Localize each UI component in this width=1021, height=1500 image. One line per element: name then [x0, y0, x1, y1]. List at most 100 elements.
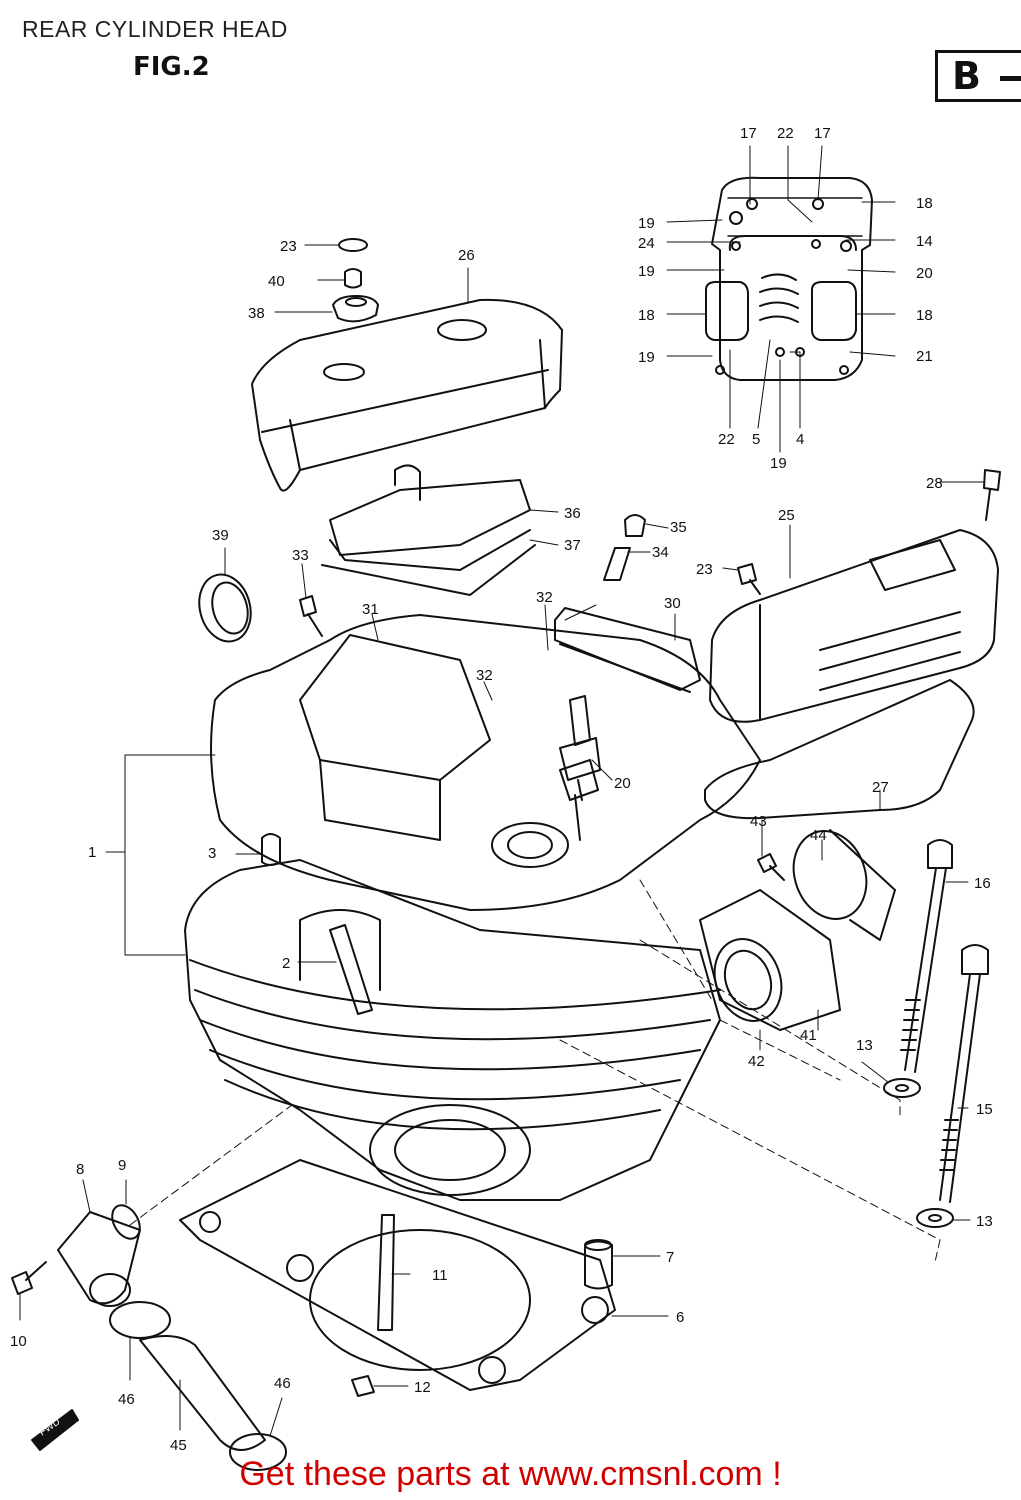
callout-39: 39: [212, 527, 229, 544]
callout-21: 21: [916, 348, 933, 365]
callout-17: 17: [740, 125, 757, 142]
footer-link-text[interactable]: Get these parts at www.cmsnl.com !: [239, 1455, 782, 1493]
part-9-oring: [111, 1204, 141, 1240]
part-15-bolt: [939, 944, 989, 1203]
leader-lines: [19, 244, 985, 1437]
callout-30: 30: [664, 595, 681, 612]
section-letter: B: [952, 54, 981, 98]
callout-35: 35: [670, 519, 687, 536]
fwd-arrow: [31, 1409, 79, 1451]
inset-leader-lines: [666, 145, 896, 453]
callout-7: 7: [666, 1249, 674, 1266]
callout-26: 26: [458, 247, 475, 264]
part-26-side-cover: [251, 298, 563, 492]
callout-36: 36: [564, 505, 581, 522]
callout-19: 19: [638, 349, 655, 366]
valve-cover-inset: [705, 176, 873, 381]
callout-31: 31: [362, 601, 379, 618]
part-6-gasket: [179, 1159, 616, 1391]
callout-2: 2: [282, 955, 290, 972]
callout-19: 19: [638, 215, 655, 232]
callout-20: 20: [916, 265, 933, 282]
part-10-bolt: [11, 1261, 47, 1295]
callout-37: 37: [564, 537, 581, 554]
callout-18: 18: [916, 195, 933, 212]
callout-23: 23: [280, 238, 297, 255]
cylinder-head-lower: [184, 859, 721, 1201]
callout-5: 5: [752, 431, 760, 448]
section-dash: [1000, 76, 1021, 81]
callout-4: 4: [796, 431, 804, 448]
callout-44: 44: [810, 827, 827, 844]
callout-43: 43: [750, 813, 767, 830]
part-7-dowel: [584, 1239, 613, 1290]
callout-16: 16: [974, 875, 991, 892]
part-39-seal: [198, 573, 252, 643]
section-box: [935, 50, 1021, 102]
callout-46: 46: [274, 1375, 291, 1392]
callout-8: 8: [76, 1161, 84, 1178]
part-28-bolt: [983, 469, 1001, 521]
part-30-plate: [554, 607, 701, 693]
callout-24: 24: [638, 235, 655, 252]
callout-20: 20: [614, 775, 631, 792]
callout-13: 13: [976, 1213, 993, 1230]
callout-42: 42: [748, 1053, 765, 1070]
part-27-gasket: [704, 679, 975, 820]
callout-14: 14: [916, 233, 933, 250]
part-34-35: [603, 514, 646, 581]
callout-9: 9: [118, 1157, 126, 1174]
callout-6: 6: [676, 1309, 684, 1326]
callout-27: 27: [872, 779, 889, 796]
callout-18: 18: [638, 307, 655, 324]
callout-34: 34: [652, 544, 669, 561]
callout-22: 22: [777, 125, 794, 142]
figure-number: FIG.2: [133, 52, 210, 82]
part-36-37-cap: [321, 464, 536, 596]
callout-45: 45: [170, 1437, 187, 1454]
cylinder-head-upper: [210, 614, 761, 911]
callout-13: 13: [856, 1037, 873, 1054]
part-44-joint: [792, 829, 896, 941]
callout-15: 15: [976, 1101, 993, 1118]
callout-12: 12: [414, 1379, 431, 1396]
callout-28: 28: [926, 475, 943, 492]
part-16-bolt: [900, 839, 953, 1073]
callout-32: 32: [476, 667, 493, 684]
callout-19: 19: [638, 263, 655, 280]
part-13-washers: [883, 1078, 954, 1228]
part-2-stud: [329, 924, 373, 1015]
callout-1: 1: [88, 844, 96, 861]
callout-17: 17: [814, 125, 831, 142]
callout-18: 18: [916, 307, 933, 324]
part-41-42-intake: [699, 889, 841, 1031]
part-11-stud: [377, 1214, 395, 1331]
part-33-bolt: [299, 595, 323, 637]
callout-40: 40: [268, 273, 285, 290]
part-3-dowel: [261, 833, 281, 866]
callout-46: 46: [118, 1391, 135, 1408]
part-8-elbow: [57, 1211, 141, 1307]
callout-labels: 17 22 17 18 14 20 18 21 19 24 19 18 19 2…: [10, 125, 993, 1454]
callout-3: 3: [208, 845, 216, 862]
callout-23: 23: [696, 561, 713, 578]
callout-11: 11: [432, 1267, 448, 1284]
part-20-spark-plug: [559, 695, 601, 801]
part-23b-bolt: [737, 563, 761, 595]
part-12-nut: [351, 1375, 375, 1397]
part-45-hose: [139, 1335, 266, 1451]
callout-41: 41: [800, 1027, 817, 1044]
part-23-40-38: [332, 238, 379, 323]
callout-32: 32: [536, 589, 553, 606]
callout-25: 25: [778, 507, 795, 524]
callout-10: 10: [10, 1333, 27, 1350]
callout-33: 33: [292, 547, 309, 564]
dashed-alignment-lines: [129, 879, 941, 1263]
callout-38: 38: [248, 305, 265, 322]
part-43-bolt: [757, 853, 785, 881]
part-46-clamps: [109, 1301, 287, 1471]
diagram-title: REAR CYLINDER HEAD: [22, 16, 288, 42]
callout-22: 22: [718, 431, 735, 448]
callout-19: 19: [770, 455, 787, 472]
